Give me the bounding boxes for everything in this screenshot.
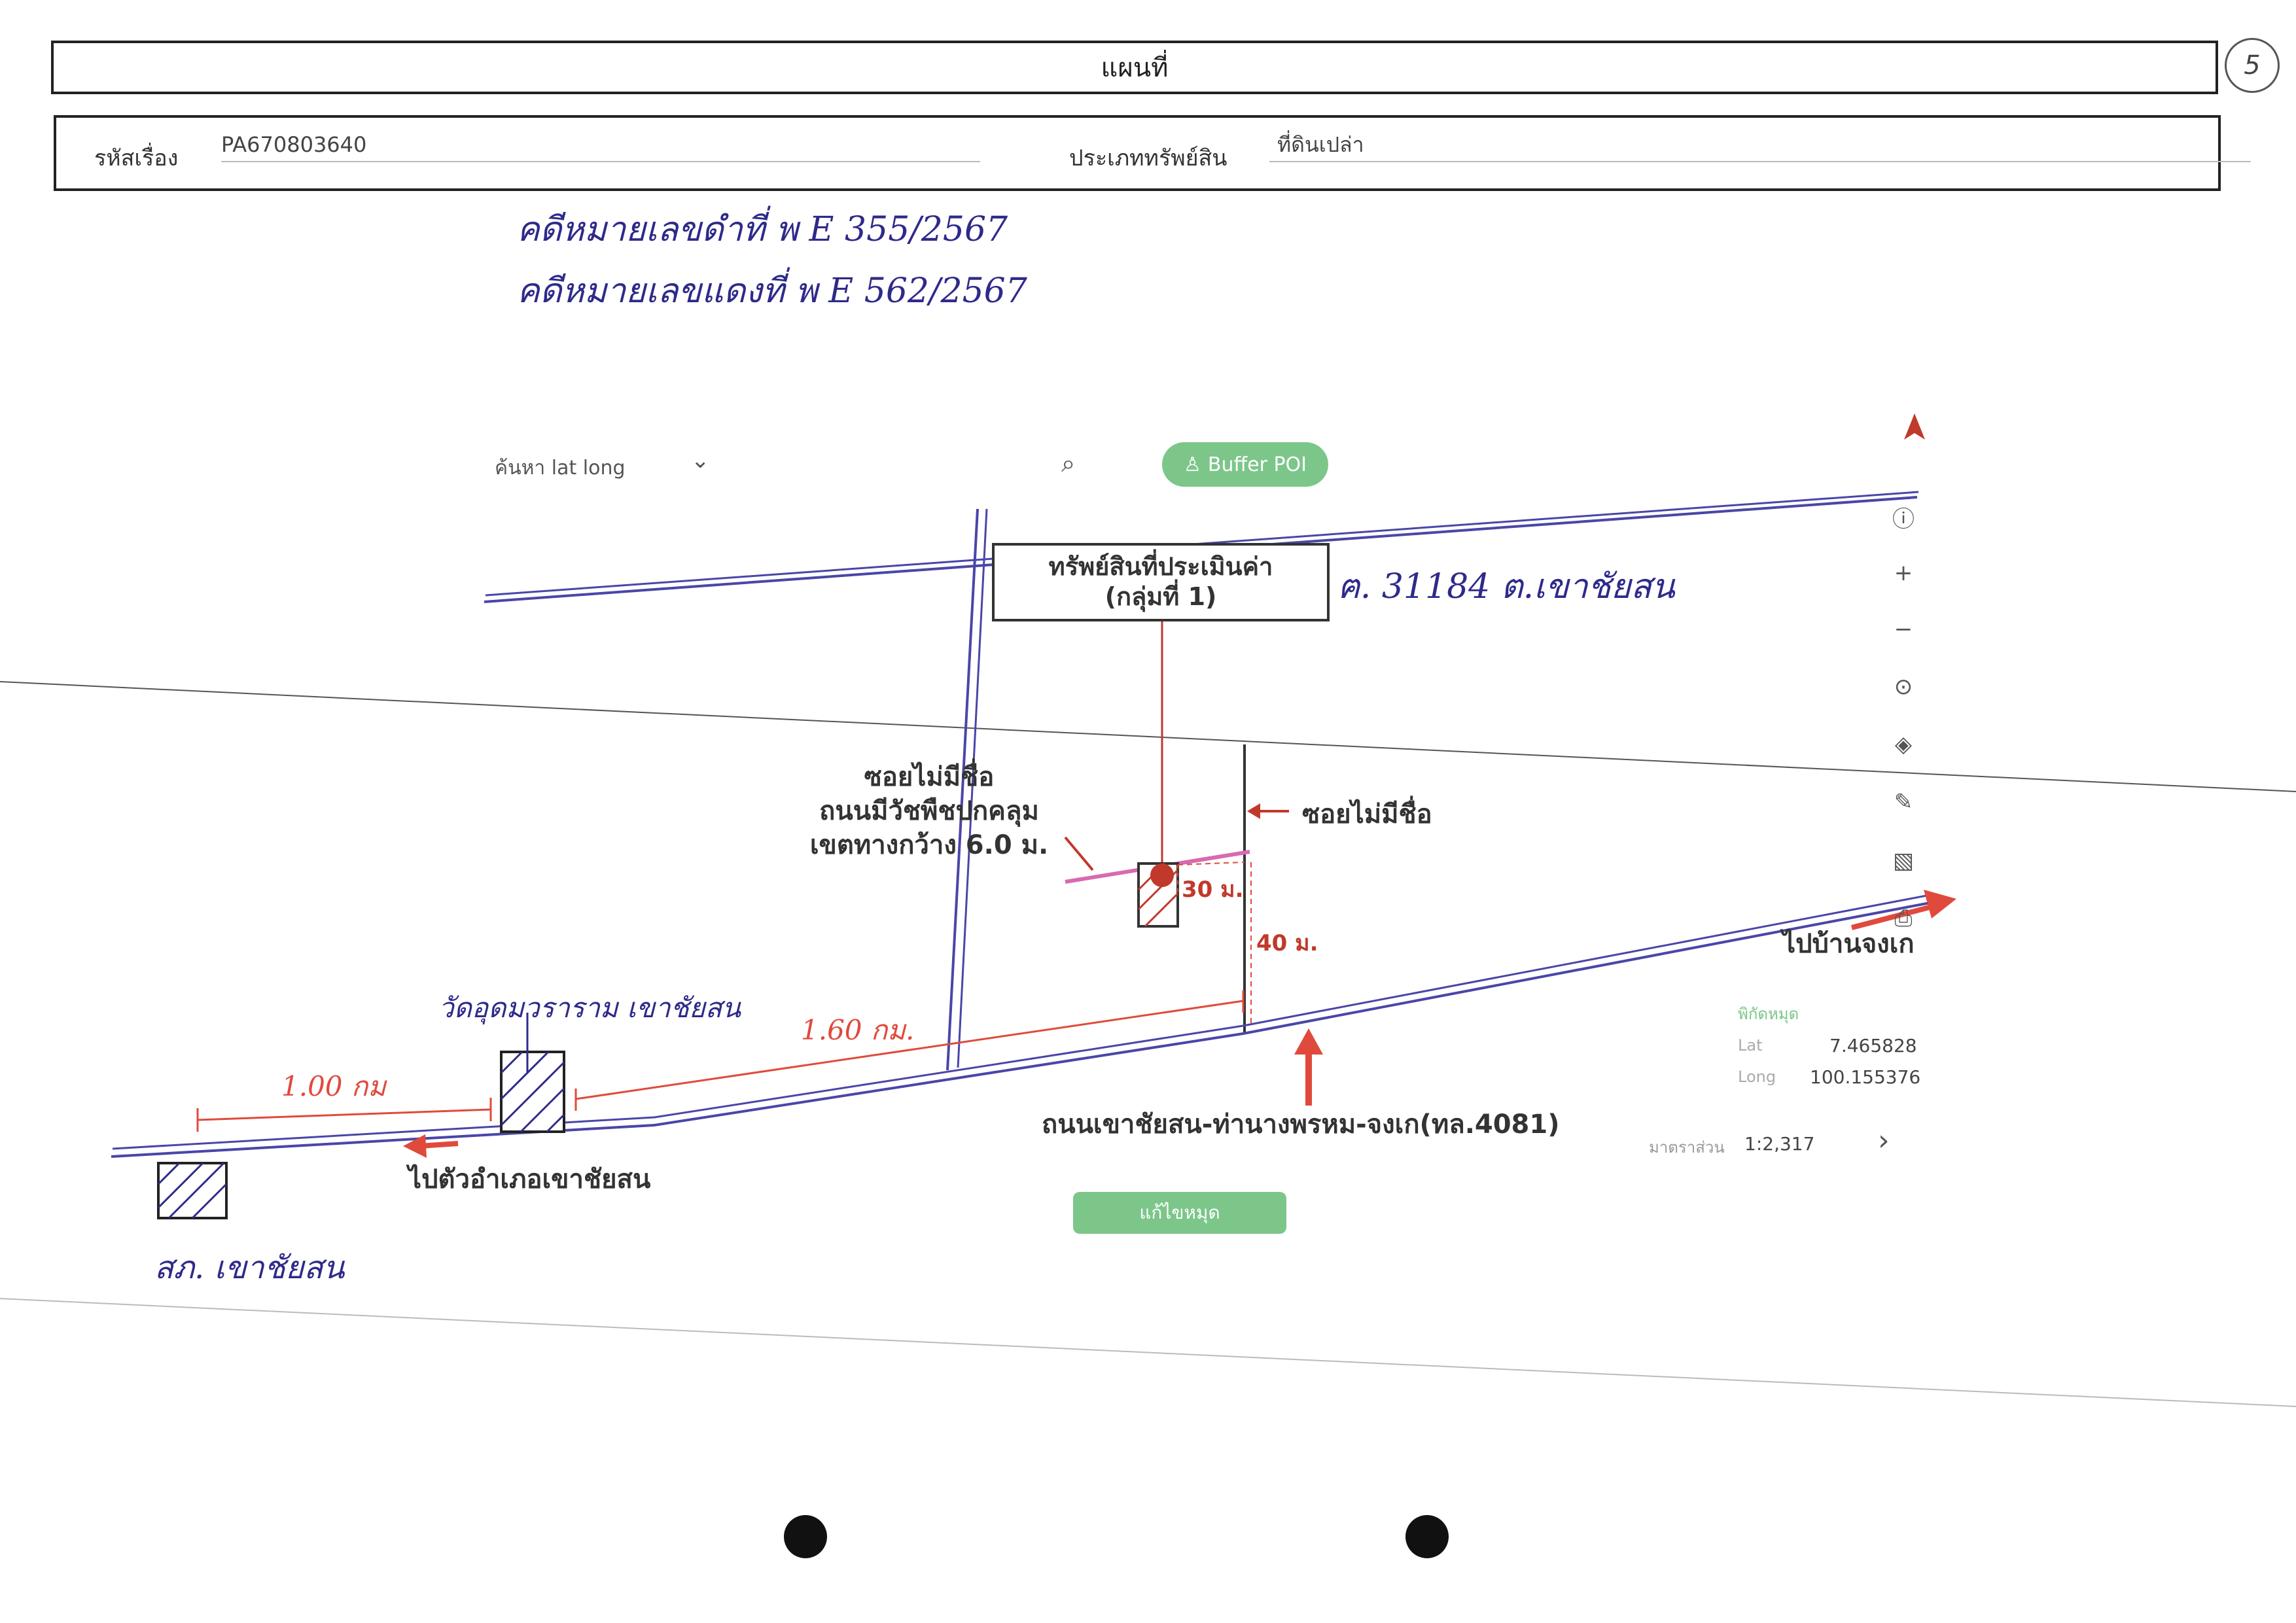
parcel-marker [1150,864,1174,887]
page-title: แผนที่ [1101,53,1169,83]
case-id-label: รหัสเรื่อง [94,145,179,171]
asset-type-value: ที่ดินเปล่า [1277,132,1364,157]
page-number-text: 5 [2244,50,2261,80]
asset-label-line2: (กลุ่มที่ 1) [1104,582,1217,611]
case-id-field: PA670803640 [221,132,980,162]
coord-title: พิกัดหมุด [1738,1005,1799,1023]
scan-line-upper [0,681,2296,792]
layers-icon[interactable]: ◈ [1894,731,1913,758]
long-label: Long [1738,1068,1776,1086]
lat-label: Lat [1738,1036,1763,1055]
asset-label-line1: ทรัพย์สินที่ประเมินค่า [1048,552,1273,582]
print-icon[interactable]: ⎙ [1894,905,1913,932]
distance-100-line [197,1108,491,1121]
asset-label-box: ทรัพย์สินที่ประเมินค่า (กลุ่มที่ 1) [992,543,1330,621]
ruler-icon[interactable]: ✎ [1894,789,1913,815]
dimension-30-line [1177,862,1245,865]
handwritten-red-case: คดีหมายเลขแดงที่ พ E 562/2567 [517,271,1027,311]
soi-left-line1: ซอยไม่มีชื่อ [864,762,995,792]
dimension-40-label: 40 ม. [1256,930,1318,956]
soi-left-label: ซอยไม่มีชื่อ ถนนมีวัชพืชปกคลุม เขตทางกว้… [785,760,1073,862]
distance-160-line [575,1000,1244,1100]
scale-label: มาตราส่วน [1649,1138,1725,1157]
zoom-out-icon[interactable]: − [1894,616,1913,642]
chevron-right-icon[interactable]: › [1878,1124,1890,1157]
buffer-poi-label: Buffer POI [1207,453,1307,476]
main-road [111,901,1931,1158]
soi-left-line3: เขตทางกว้าง 6.0 ม. [809,830,1049,860]
zoom-in-icon[interactable]: + [1894,560,1913,586]
search-label: ค้นหา lat long [495,457,626,480]
dimension-30-label: 30 ม. [1182,877,1244,903]
search-icon[interactable]: ⌕ [1061,449,1076,478]
main-road-label: ถนนเขาชัยสน-ท่านางพรหม-จงเก(ทล.4081) [1042,1109,1560,1140]
handwritten-police: สภ. เขาชัยสน [154,1249,345,1286]
soi-left-line2: ถนนมีวัชพืชปกคลุม [819,796,1039,826]
info-icon[interactable]: ⓘ [1892,506,1915,532]
map-title-bar: แผนที่ [51,41,2218,94]
main-road-edge [112,894,1931,1150]
soi-right-label: ซอยไม่มีชื่อ [1302,799,1432,829]
arrow-main-road-head [1294,1028,1323,1055]
temple-rect [500,1051,565,1133]
scale-value: 1:2,317 [1744,1133,1815,1155]
edit-pin-button[interactable]: แก้ไขหมุด [1073,1192,1286,1234]
arrow-district-head [403,1134,427,1158]
temple-hatch [500,1051,565,1133]
edit-pin-label: แก้ไขหมุด [1139,1202,1220,1223]
asset-type-label: ประเภททรัพย์สิน [1069,145,1227,171]
user-icon: ♙ [1183,453,1201,476]
long-value: 100.155376 [1810,1066,1921,1088]
map-style-icon[interactable]: ▧ [1892,848,1915,874]
buffer-poi-button[interactable]: ♙ Buffer POI [1162,442,1328,487]
asset-type-field: ที่ดินเปล่า [1269,128,2251,162]
handwritten-distance-160: 1.60 กม. [801,1014,915,1046]
case-info-bar: รหัสเรื่อง PA670803640 ประเภททรัพย์สิน ท… [54,115,2251,191]
page-number: 5 [2225,38,2280,93]
case-id-value: PA670803640 [221,132,367,157]
locate-icon[interactable]: ⊙ [1894,674,1913,700]
lat-value: 7.465828 [1829,1035,1917,1056]
arrow-jongke-shaft [1850,903,1938,930]
scan-line-lower [0,1298,2296,1407]
punch-hole-left [784,1515,827,1558]
punch-hole-right [1405,1515,1449,1558]
handwritten-temple: วัดอุดมวราราม เขาชัยสน [438,992,741,1024]
handwritten-distance-100: 1.00 กม [281,1070,386,1102]
vertical-soi-left [946,508,979,1071]
to-jongke-label: ไปบ้านจงเก [1782,929,1915,959]
handwritten-deed: ฅ. 31184 ต.เขาชัยสน [1337,567,1675,606]
police-hatch [157,1162,228,1219]
north-arrow [1904,413,1925,440]
search-dropdown-chevron-icon[interactable]: ⌄ [691,447,710,474]
soi-right-pointer-head [1247,803,1260,819]
handwritten-black-case: คดีหมายเลขดำที่ พ E 355/2567 [517,210,1008,249]
soi-left-pointer [1064,836,1094,871]
arrow-jongke-head [1924,890,1956,918]
to-district-label: ไปตัวอำเภอเขาชัยสน [408,1164,651,1195]
vertical-soi-left-edge [957,508,988,1068]
